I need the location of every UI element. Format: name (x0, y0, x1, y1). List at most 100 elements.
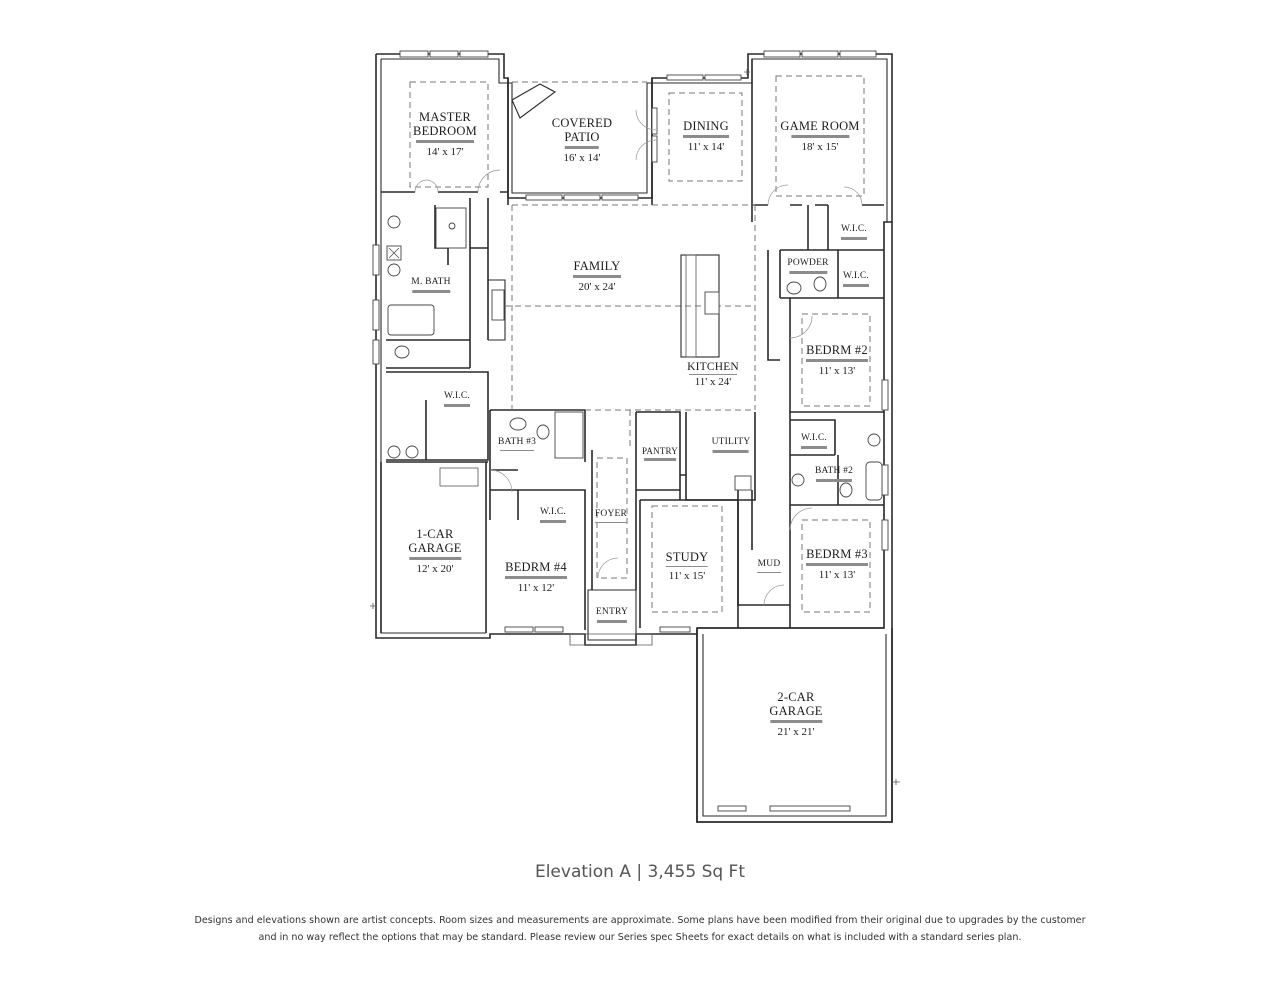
room-name: DINING (683, 119, 729, 133)
label-underline (841, 236, 867, 240)
room-name: BEDROOM (413, 124, 477, 138)
room-bedrm-4: BEDRM #4 11' x 12' (505, 560, 567, 594)
room-name: PANTRY (642, 446, 678, 456)
room-foyer: FOYER (595, 509, 627, 526)
room-name: COVERED (551, 116, 613, 130)
room-dimensions: 21' x 21' (777, 726, 815, 738)
room-name: BEDRM #4 (505, 560, 567, 574)
room-m-bath: M. BATH (411, 277, 451, 296)
label-underline (665, 566, 708, 567)
label-underline (806, 359, 868, 362)
room-name: FOYER (594, 509, 628, 519)
room-family: FAMILY 20' x 24' (573, 259, 621, 293)
room-dimensions: 14' x 17' (426, 146, 464, 158)
room-game-room: GAME ROOM 18' x 15' (780, 119, 859, 153)
room-name: W.I.C. (801, 433, 827, 443)
room-master-wic: W.I.C. (444, 391, 470, 410)
room-name: UTILITY (711, 437, 751, 447)
disclaimer: Designs and elevations shown are artist … (0, 912, 1280, 946)
label-underline (816, 478, 852, 482)
room-name: GAME ROOM (780, 119, 860, 133)
label-underline (540, 519, 566, 523)
label-underline (595, 521, 627, 523)
label-underline (573, 275, 621, 278)
label-underline (444, 403, 470, 407)
disclaimer-line-1: Designs and elevations shown are artist … (194, 915, 1086, 926)
room-bath-3: BATH #3 (498, 437, 536, 454)
room-kitchen: KITCHEN 11' x 24' (687, 361, 739, 388)
room-name: W.I.C. (843, 271, 869, 281)
label-underline (789, 270, 827, 274)
room-powder: POWDER (787, 258, 828, 277)
door-swings (414, 109, 863, 606)
label-underline (806, 563, 868, 566)
room-wic-game: W.I.C. (841, 224, 867, 243)
room-name: ENTRY (595, 607, 629, 617)
room-name: PATIO (564, 130, 600, 144)
label-underline (416, 140, 474, 143)
disclaimer-line-2: and in no way reflect the options that m… (258, 932, 1022, 943)
room-name: MUD (757, 559, 781, 569)
room-mud: MUD (757, 559, 781, 576)
room-name: MASTER (419, 110, 471, 124)
room-dining: DINING 11' x 14' (683, 119, 729, 153)
room-study: STUDY 11' x 15' (666, 550, 709, 582)
room-dimensions: 11' x 13' (818, 569, 856, 581)
label-underline (500, 449, 534, 451)
label-underline (505, 576, 567, 579)
room-dimensions: 18' x 15' (801, 141, 839, 153)
room-dimensions: 20' x 24' (578, 281, 616, 293)
room-wic-bedrm4: W.I.C. (540, 507, 566, 526)
room-entry: ENTRY (596, 607, 628, 626)
label-underline (565, 146, 599, 149)
label-underline (712, 449, 749, 453)
room-bath-2: BATH #2 (815, 466, 853, 485)
label-underline (683, 135, 729, 138)
room-dimensions: 11' x 15' (668, 570, 706, 582)
room-name: BATH #3 (497, 437, 537, 447)
room-name: KITCHEN (687, 361, 739, 373)
room-name: W.I.C. (444, 391, 470, 401)
room-name: 1-CAR (416, 527, 454, 541)
room-name: W.I.C. (540, 507, 566, 517)
windows (372, 50, 889, 812)
room-dimensions: 11' x 14' (687, 141, 725, 153)
label-underline (408, 557, 461, 560)
room-name: BEDRM #3 (806, 547, 868, 561)
label-underline (689, 373, 737, 375)
room-wic-bath2: W.I.C. (801, 433, 827, 452)
label-underline (757, 571, 781, 573)
label-underline (643, 458, 676, 462)
room-name: GARAGE (769, 704, 823, 718)
room-utility: UTILITY (712, 437, 751, 456)
room-name: 2-CAR (777, 690, 815, 704)
label-underline (412, 289, 450, 293)
elevation-caption: Elevation A | 3,455 Sq Ft (534, 862, 746, 882)
room-name: BATH #2 (814, 466, 854, 476)
room-dimensions: 11' x 24' (694, 375, 732, 388)
label-underline (769, 720, 822, 723)
room-name: GARAGE (408, 541, 462, 555)
room-name: POWDER (787, 258, 829, 268)
room-dimensions: 16' x 14' (563, 152, 601, 164)
room-name: W.I.C. (841, 224, 867, 234)
room-two-car-garage: 2-CAR GARAGE 21' x 21' (769, 690, 822, 738)
room-covered-patio: COVERED PATIO 16' x 14' (552, 116, 612, 164)
room-one-car-garage: 1-CAR GARAGE 12' x 20' (408, 527, 461, 575)
label-underline (791, 135, 849, 138)
label-underline (596, 619, 627, 623)
room-wic-bedrm2: W.I.C. (843, 271, 869, 290)
floor-plan-drawing (370, 50, 900, 823)
room-name: M. BATH (411, 277, 451, 287)
room-dimensions: 12' x 20' (416, 563, 454, 575)
room-dimensions: 11' x 12' (517, 582, 555, 594)
fixtures (386, 83, 883, 501)
room-name: BEDRM #2 (806, 343, 868, 357)
label-underline (843, 283, 869, 287)
room-bedrm-3: BEDRM #3 11' x 13' (806, 547, 868, 581)
room-master-bedroom: MASTER BEDROOM 14' x 17' (413, 110, 477, 158)
label-underline (801, 445, 827, 449)
room-pantry: PANTRY (642, 446, 678, 464)
room-dimensions: 11' x 13' (818, 365, 856, 377)
room-bedrm-2: BEDRM #2 11' x 13' (806, 343, 868, 377)
